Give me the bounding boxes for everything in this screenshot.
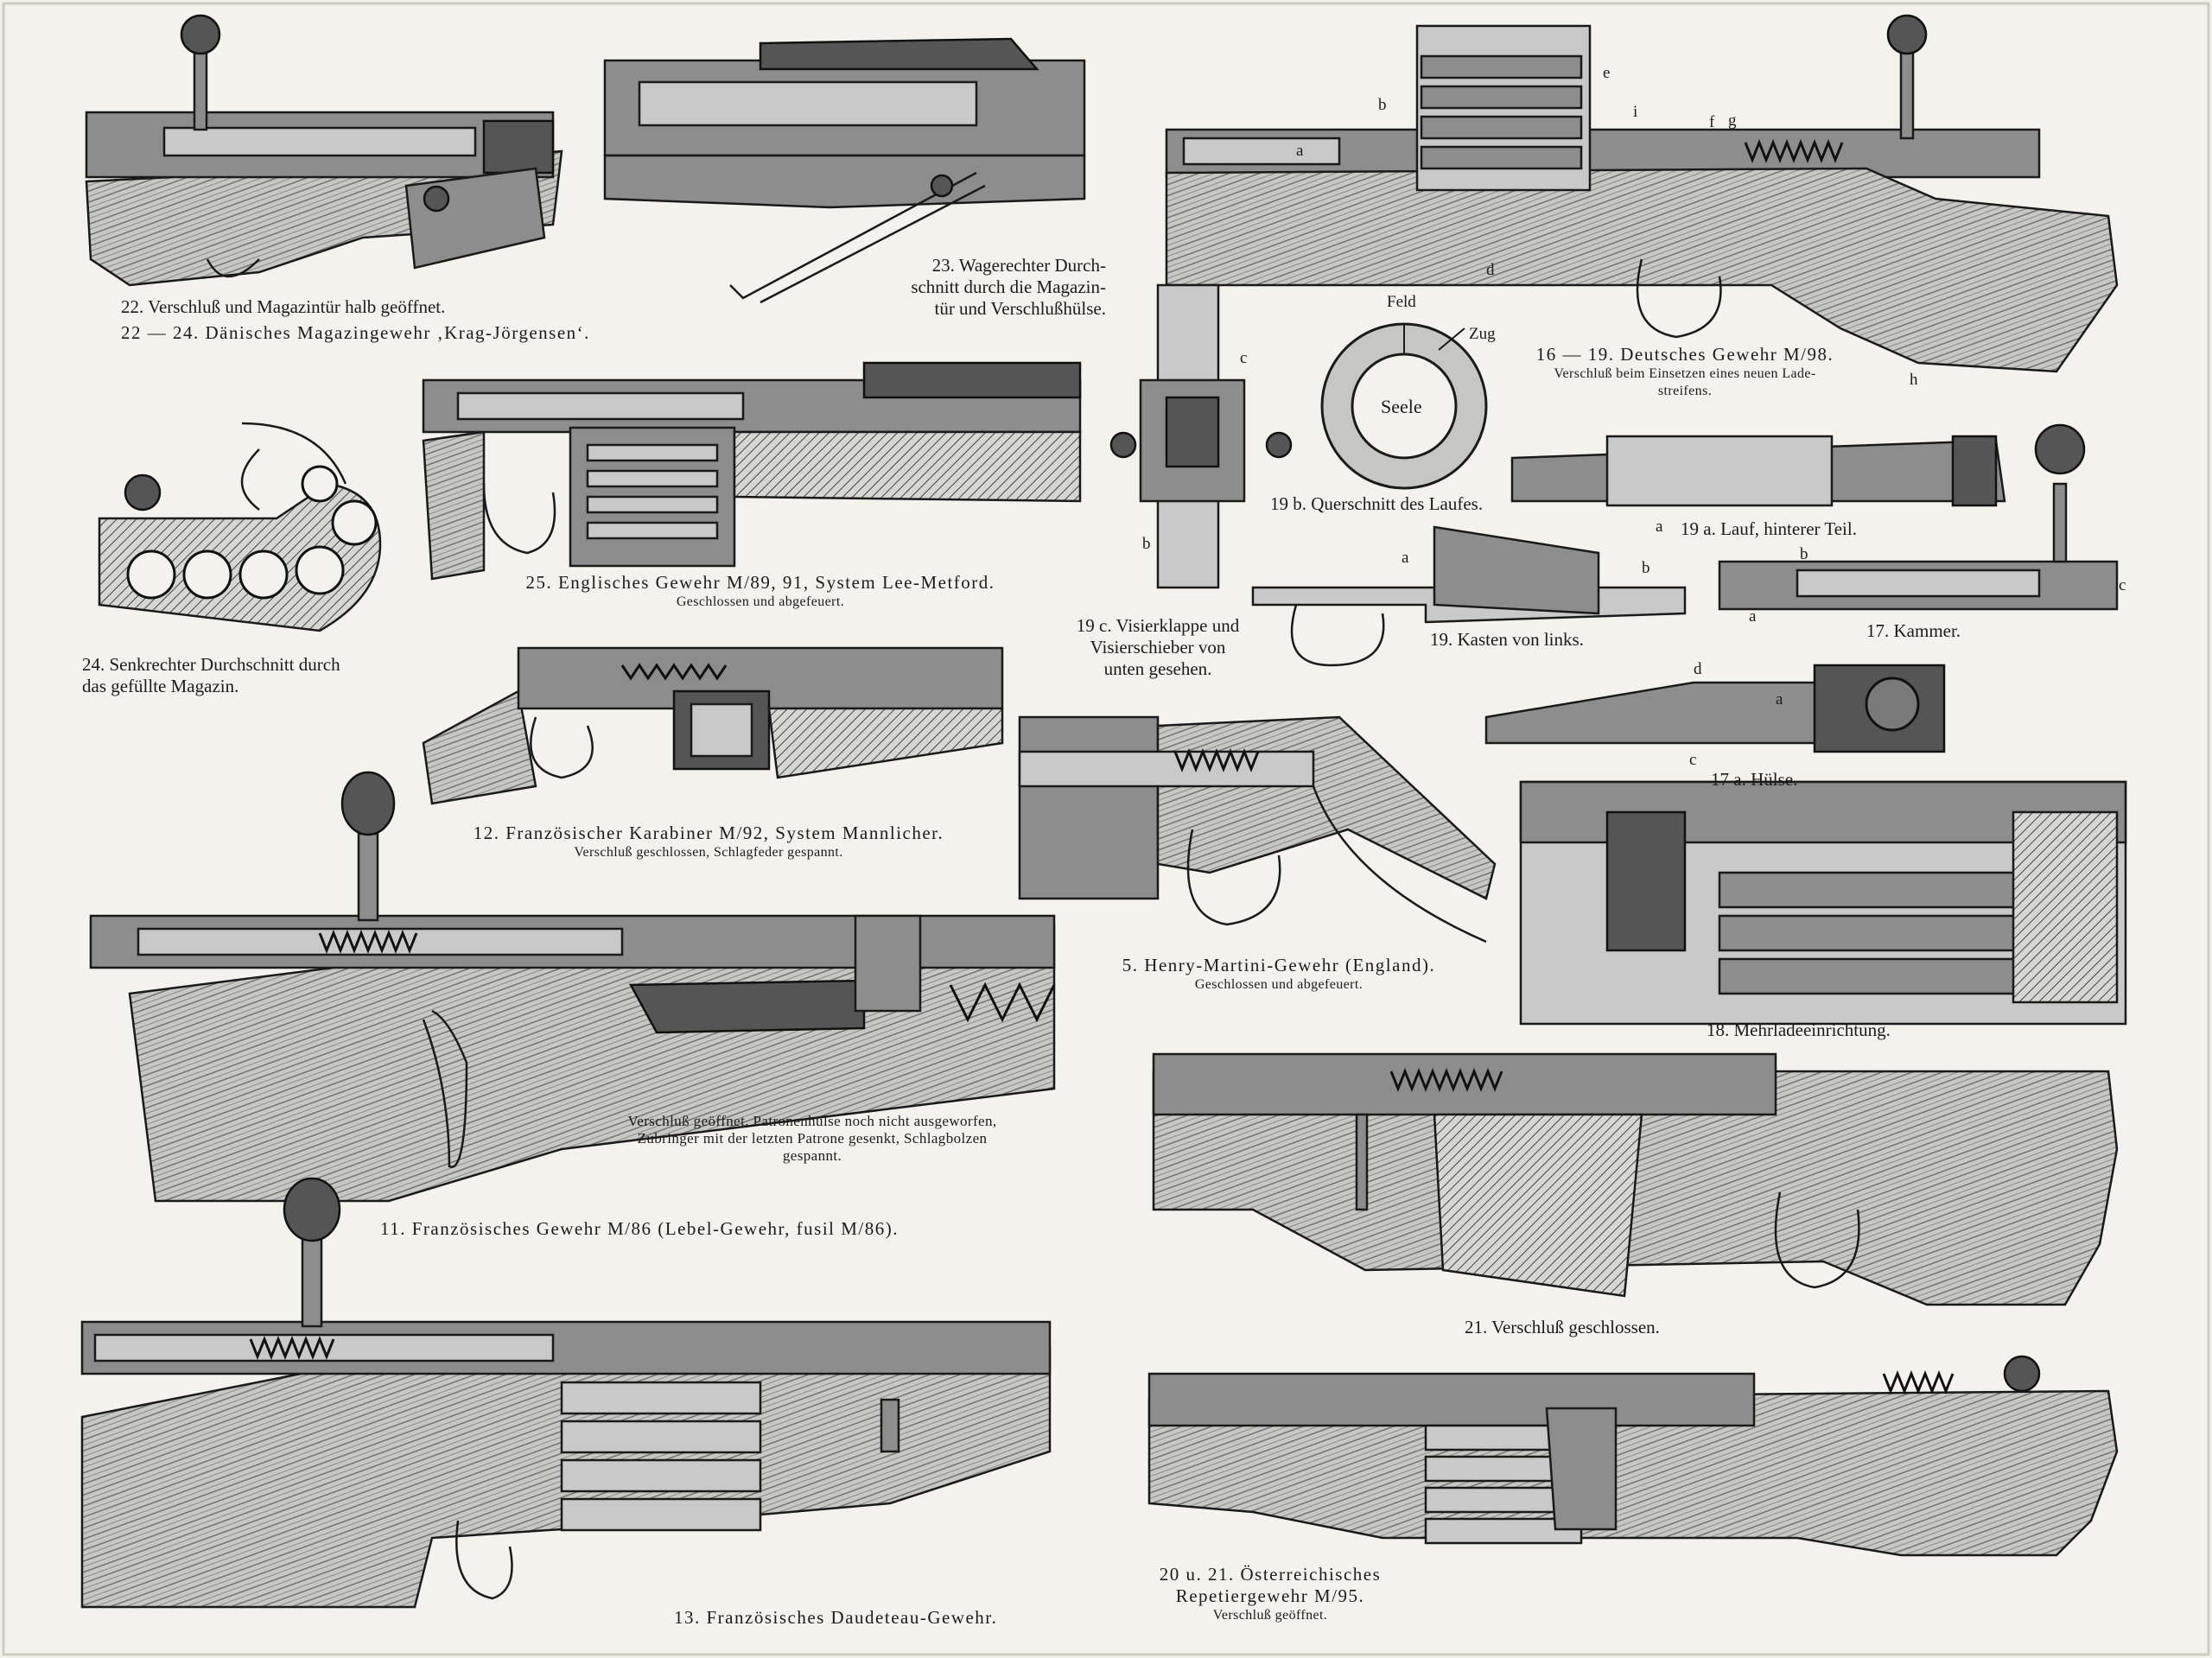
caption-fig18: 18. Mehrladeeinrichtung. [1707, 1020, 1891, 1040]
caption-fig21: 21. Verschluß geschlossen. [1465, 1317, 1660, 1337]
caption-fig19b: 19 b. Querschnitt des Laufes. [1270, 493, 1484, 514]
fig16-mauser-98 [1165, 14, 2119, 373]
label-a-fig17: a [1749, 607, 1757, 626]
caption-fig23-line3: tür und Verschlußhülse. [934, 298, 1106, 319]
label-seele: Seele [1381, 396, 1422, 417]
caption-fig17: 17. Kammer. [1866, 620, 1961, 641]
label-d-fig17a: d [1694, 660, 1702, 678]
caption-fig22-24: 22 — 24. Dänisches Magazingewehr ‚Krag-J… [121, 322, 590, 343]
caption-fig24-line1: 24. Senkrechter Durchschnitt durch [82, 654, 340, 675]
caption-fig5: 5. Henry-Martini-Gewehr (England). Gesch… [1097, 955, 1460, 994]
fig24-magazine-section [98, 422, 382, 632]
label-e-fig16: e [1603, 64, 1611, 82]
fig21-mannlicher-closed [1152, 1052, 2119, 1306]
caption-fig5-sub: Geschlossen und abgefeuert. [1194, 977, 1363, 992]
caption-fig25: 25. Englisches Gewehr M/89, 91, System L… [484, 572, 1037, 611]
label-b-fig16: b [1378, 96, 1387, 114]
caption-fig23-line1: 23. Wagerechter Durch- [931, 255, 1106, 276]
fig19-magazine-box [1251, 525, 1687, 667]
label-a-fig19: a [1402, 549, 1409, 567]
label-a-fig19a: a [1656, 518, 1663, 536]
fig5-martini-henry [1018, 715, 1497, 943]
label-c-fig17: c [2119, 576, 2126, 594]
caption-fig24: 24. Senkrechter Durchschnitt durch das g… [82, 654, 410, 697]
caption-fig23: 23. Wagerechter Durch- schnitt durch die… [873, 255, 1106, 320]
caption-fig20: 20 u. 21. Österreichisches Repetiergeweh… [1123, 1564, 1417, 1624]
label-b-fig17: b [1800, 545, 1808, 563]
caption-fig12-sub: Verschluß geschlossen, Schlagfeder gespa… [574, 845, 843, 860]
caption-fig19c-line3: unten gesehen. [1103, 658, 1212, 679]
caption-fig11: 11. Französisches Gewehr M/86 (Lebel-Gew… [380, 1218, 899, 1239]
caption-fig16-19-sub-line1: Verschluß beim Einsetzen eines neuen Lad… [1554, 366, 1816, 381]
fig17-bolt [1718, 423, 2119, 611]
label-i-fig16: i [1633, 103, 1638, 121]
caption-fig16-19-sub-line2: streifens. [1657, 384, 1713, 398]
caption-fig17a: 17 a. Hülse. [1711, 769, 1798, 790]
label-zug: Zug [1469, 325, 1496, 343]
caption-fig19: 19. Kasten von links. [1430, 629, 1584, 650]
label-a-fig17a: a [1776, 690, 1783, 708]
fig19b-barrel-section [1320, 322, 1488, 490]
fig22-krag-action [85, 14, 563, 287]
label-feld: Feld [1387, 293, 1416, 311]
caption-fig12-title: 12. Französischer Karabiner M/92, System… [473, 823, 944, 843]
fig23-krag-section [603, 37, 1086, 304]
caption-fig20-line2: Repetiergewehr M/95. [1175, 1585, 1365, 1606]
caption-fig19a: 19 a. Lauf, hinterer Teil. [1681, 518, 1857, 539]
fig17a-receiver [1484, 664, 1946, 753]
label-h-fig16: h [1910, 371, 1918, 389]
caption-fig20-line1: 20 u. 21. Österreichisches [1159, 1564, 1382, 1585]
caption-fig12: 12. Französischer Karabiner M/92, System… [428, 823, 989, 861]
caption-fig11-note-line1: Verschluß geöffnet, Patronenhülse noch n… [627, 1113, 997, 1129]
label-c-fig17a: c [1689, 751, 1697, 769]
caption-fig16-19-title: 16 — 19. Deutsches Gewehr M/98. [1535, 344, 1834, 365]
label-d-fig16: d [1486, 261, 1495, 279]
caption-fig16-19: 16 — 19. Deutsches Gewehr M/98. Verschlu… [1521, 344, 1849, 400]
fig25-lee-metford [422, 361, 1082, 581]
label-g-fig16: g [1728, 111, 1737, 130]
fig12-mannlicher-carbine [422, 646, 1004, 805]
label-b-fig19c: b [1142, 535, 1151, 553]
caption-fig11-note-line2: Zubringer mit der letzten Patrone gesenk… [637, 1130, 988, 1147]
caption-fig23-line2: schnitt durch die Magazin- [911, 276, 1106, 297]
fig11-lebel-rifle [89, 771, 1056, 1203]
caption-fig19c-line1: 19 c. Visierklappe und [1076, 615, 1240, 636]
caption-fig13: 13. Französisches Daudeteau-Gewehr. [674, 1607, 998, 1628]
fig13-daudeteau-rifle [80, 1177, 1052, 1609]
caption-fig5-title: 5. Henry-Martini-Gewehr (England). [1122, 955, 1436, 975]
caption-fig25-title: 25. Englisches Gewehr M/89, 91, System L… [525, 572, 995, 593]
caption-fig19c: 19 c. Visierklappe und Visierschieber vo… [1067, 615, 1249, 680]
caption-fig24-line2: das gefüllte Magazin. [82, 676, 239, 696]
label-f-fig16: f [1709, 113, 1715, 131]
fig18-magazine-mechanism [1519, 780, 2127, 1026]
fig19c-rear-sight [1109, 283, 1293, 589]
label-c-fig19c: c [1240, 349, 1248, 367]
label-b-fig19: b [1642, 559, 1650, 577]
caption-fig11-note: Verschluß geöffnet, Patronenhülse noch n… [579, 1113, 1046, 1165]
caption-fig22: 22. Verschluß und Magazintür halb geöffn… [121, 296, 446, 317]
caption-fig25-sub: Geschlossen und abgefeuert. [676, 594, 845, 609]
caption-fig19c-line2: Visierschieber von [1090, 637, 1226, 657]
fig19a-barrel-rear [1510, 435, 2006, 507]
caption-fig11-note-line3: gespannt. [782, 1147, 842, 1164]
label-a-fig16: a [1296, 142, 1304, 160]
caption-fig20-sub: Verschluß geöffnet. [1212, 1608, 1328, 1623]
fig20-mannlicher-open [1147, 1355, 2119, 1557]
